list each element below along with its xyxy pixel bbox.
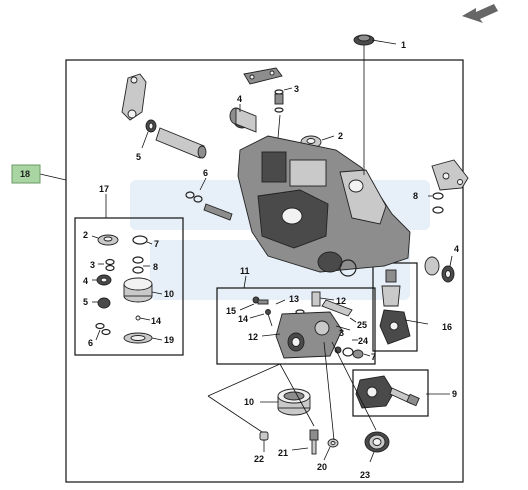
part-5-seal (145, 119, 157, 133)
callout-3: 3 (294, 84, 299, 94)
part-1-cap (353, 34, 375, 46)
kit-callout-4: 4 (83, 276, 88, 286)
part-right-bracket (431, 159, 469, 191)
part-main-housing (237, 135, 411, 273)
callout-7-kit11: 7 (371, 352, 376, 362)
kit-callout-3: 3 (90, 260, 95, 270)
callout-5: 5 (136, 152, 141, 162)
callout-17: 17 (99, 184, 109, 194)
callout-4-right: 4 (454, 244, 459, 254)
kit-box-17 (74, 217, 184, 356)
callout-labels: 1 2 3 4 5 6 8 4 16 17 2 7 3 8 4 10 5 14 … (83, 40, 459, 480)
callout-21: 21 (278, 448, 288, 458)
callout-1: 1 (401, 40, 406, 50)
back-arrow-icon[interactable] (462, 4, 498, 23)
assembly-badge-18[interactable]: 18 (11, 164, 41, 184)
callout-3-kit11: 3 (339, 328, 344, 338)
part-20-washer (327, 438, 339, 448)
callout-22: 22 (254, 454, 264, 464)
part-7-ring (339, 259, 357, 277)
part-4-seal-right (424, 256, 455, 283)
callout-24: 24 (358, 336, 368, 346)
kit-box-9 (352, 369, 429, 417)
kit-callout-5: 5 (83, 297, 88, 307)
kit-callout-2: 2 (83, 230, 88, 240)
part-22-pin (259, 431, 269, 441)
callout-11: 11 (240, 266, 250, 276)
part-control-shaft (155, 127, 207, 159)
part-23-bearing (364, 431, 390, 453)
callout-2: 2 (338, 131, 343, 141)
kit-callout-19: 19 (164, 335, 174, 345)
callout-9: 9 (452, 389, 457, 399)
part-21-bolt (309, 429, 319, 455)
callout-4: 4 (237, 94, 242, 104)
part-top-bracket (243, 67, 283, 85)
kit-11-contents (252, 291, 364, 359)
kit-callout-10: 10 (164, 289, 174, 299)
kit-callout-14: 14 (151, 316, 161, 326)
badge-18-label: 18 (20, 169, 30, 179)
leader-lines (39, 39, 453, 463)
part-10-ring (277, 388, 311, 416)
callout-12-lower: 12 (248, 332, 258, 342)
part-lever-arm (121, 73, 147, 121)
callout-8: 8 (413, 191, 418, 201)
kit-callout-8: 8 (153, 262, 158, 272)
callout-12-upper: 12 (336, 296, 346, 306)
callout-16: 16 (442, 322, 452, 332)
callout-20: 20 (317, 462, 327, 472)
part-8-rings (432, 192, 444, 214)
kit-callout-6: 6 (88, 338, 93, 348)
callout-14-kit11: 14 (238, 314, 248, 324)
kit-box-16 (372, 262, 418, 352)
part-bearing-sleeve (229, 107, 257, 133)
callout-15: 15 (226, 306, 236, 316)
callout-6: 6 (203, 168, 208, 178)
kit-callout-7: 7 (154, 239, 159, 249)
part-9-piston (355, 375, 420, 409)
callout-25: 25 (357, 320, 367, 330)
part-16-valve (379, 269, 411, 345)
part-3-pins (274, 89, 284, 139)
kit-17-contents (95, 234, 153, 344)
part-6-orings (185, 191, 233, 221)
kit-box-11 (216, 287, 376, 365)
main-frame (65, 59, 464, 483)
callout-23: 23 (360, 470, 370, 480)
callout-13: 13 (289, 294, 299, 304)
callout-10: 10 (244, 397, 254, 407)
